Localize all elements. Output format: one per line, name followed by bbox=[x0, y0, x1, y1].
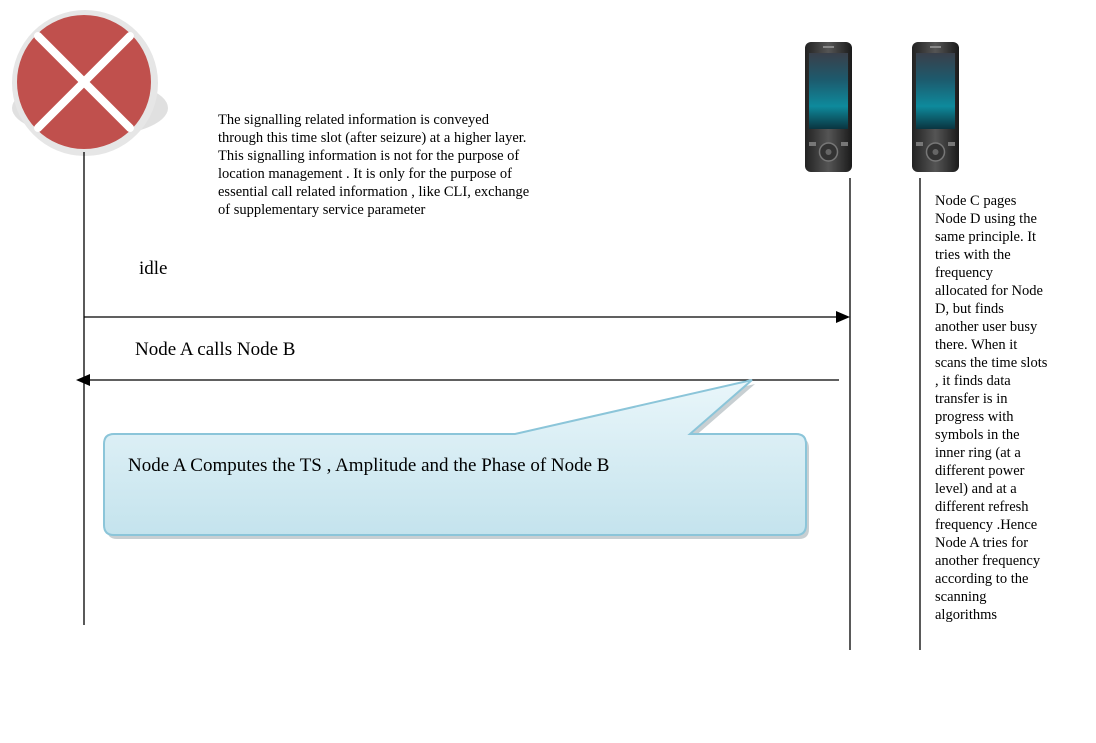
arrow-b-to-a bbox=[76, 374, 839, 386]
arrow-a-to-b bbox=[84, 311, 850, 323]
side-note: Node C pages Node D using the same princ… bbox=[935, 193, 1048, 623]
call-label: Node A calls Node B bbox=[135, 339, 296, 360]
mobile-phone-icon bbox=[912, 42, 959, 172]
mobile-phone-icon bbox=[805, 42, 852, 172]
callout-bubble bbox=[103, 379, 809, 539]
callout-label: Node A Computes the TS , Amplitude and t… bbox=[128, 455, 610, 476]
top-note: The signalling related information is co… bbox=[218, 112, 530, 218]
circle-x-icon bbox=[12, 10, 168, 156]
idle-label: idle bbox=[139, 258, 168, 279]
